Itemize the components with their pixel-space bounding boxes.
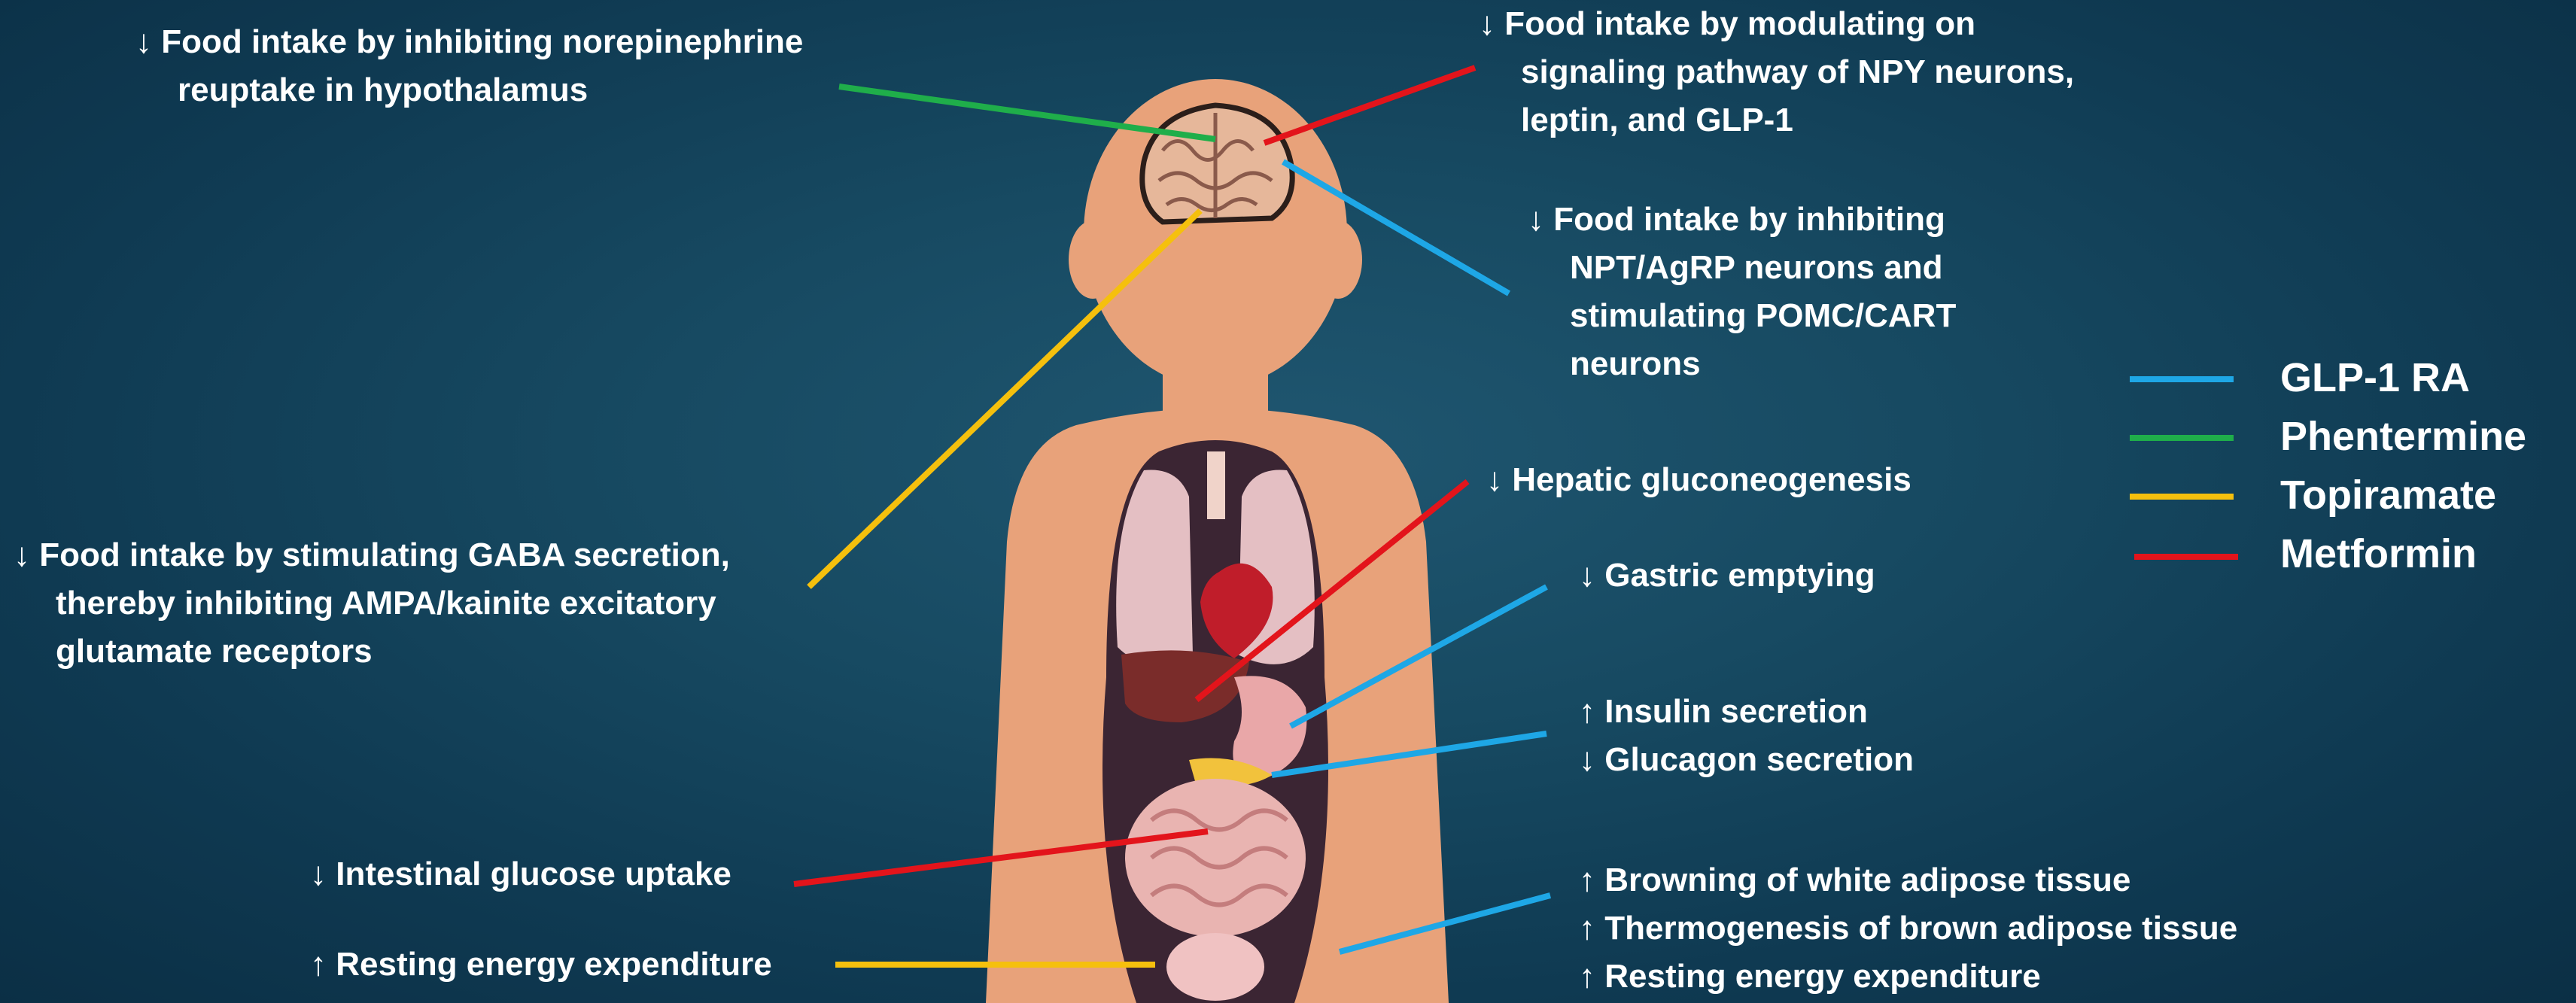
annotation-line: leptin, and GLP-1 bbox=[1479, 96, 2074, 144]
annotation-glp1-stomach: ↓ Gastric emptying bbox=[1579, 552, 1875, 600]
annotation-line: stimulating POMC/CART bbox=[1528, 292, 1956, 340]
annotation-line: glutamate receptors bbox=[14, 628, 730, 676]
annotation-line: ↑ Thermogenesis of brown adipose tissue bbox=[1579, 904, 2237, 953]
legend-label-metformin: Metformin bbox=[2280, 530, 2477, 578]
annotation-line: reuptake in hypothalamus bbox=[135, 66, 803, 114]
annotation-line: ↓ Gastric emptying bbox=[1579, 552, 1875, 600]
annotation-topiramate-energy: ↑ Resting energy expenditure bbox=[310, 941, 772, 989]
annotation-line: ↓ Food intake by modulating on bbox=[1479, 0, 2074, 48]
annotation-line: NPT/AgRP neurons and bbox=[1528, 244, 1956, 292]
annotation-line: ↑ Resting energy expenditure bbox=[310, 941, 772, 989]
annotation-line: ↑ Resting energy expenditure bbox=[1579, 953, 2237, 1001]
annotation-glp1-brain: ↓ Food intake by inhibiting NPT/AgRP neu… bbox=[1528, 196, 1956, 388]
annotation-line: ↓ Food intake by inhibiting bbox=[1528, 196, 1956, 244]
annotation-line: signaling pathway of NPY neurons, bbox=[1479, 48, 2074, 96]
annotation-phentermine-brain: ↓ Food intake by inhibiting norepinephri… bbox=[135, 18, 803, 114]
annotation-line: ↓ Glucagon secretion bbox=[1579, 736, 1914, 784]
annotation-topiramate-brain: ↓ Food intake by stimulating GABA secret… bbox=[14, 531, 730, 676]
metformin-brain-line bbox=[1264, 68, 1475, 143]
annotation-line: ↑ Insulin secretion bbox=[1579, 688, 1914, 736]
annotation-line: thereby inhibiting AMPA/kainite excitato… bbox=[14, 579, 730, 628]
legend-label-phentermine: Phentermine bbox=[2280, 412, 2526, 460]
annotation-line: ↑ Browning of white adipose tissue bbox=[1579, 856, 2237, 904]
legend-label-topiramate: Topiramate bbox=[2280, 471, 2496, 519]
annotation-metformin-intestine: ↓ Intestinal glucose uptake bbox=[310, 850, 731, 898]
brain bbox=[1142, 105, 1292, 222]
annotation-line: ↓ Food intake by inhibiting norepinephri… bbox=[135, 18, 803, 66]
annotation-line: ↓ Intestinal glucose uptake bbox=[310, 850, 731, 898]
legend-label-glp1: GLP-1 RA bbox=[2280, 354, 2470, 402]
annotation-glp1-adipose: ↑ Browning of white adipose tissue ↑ The… bbox=[1579, 856, 2237, 1001]
annotation-glp1-pancreas: ↑ Insulin secretion ↓ Glucagon secretion bbox=[1579, 688, 1914, 784]
annotation-metformin-liver: ↓ Hepatic gluconeogenesis bbox=[1486, 456, 1911, 504]
annotation-metformin-brain: ↓ Food intake by modulating on signaling… bbox=[1479, 0, 2074, 144]
annotation-line: ↓ Hepatic gluconeogenesis bbox=[1486, 456, 1911, 504]
annotation-line: ↓ Food intake by stimulating GABA secret… bbox=[14, 531, 730, 579]
legend-swatches bbox=[2130, 379, 2238, 557]
annotation-line: neurons bbox=[1528, 340, 1956, 388]
